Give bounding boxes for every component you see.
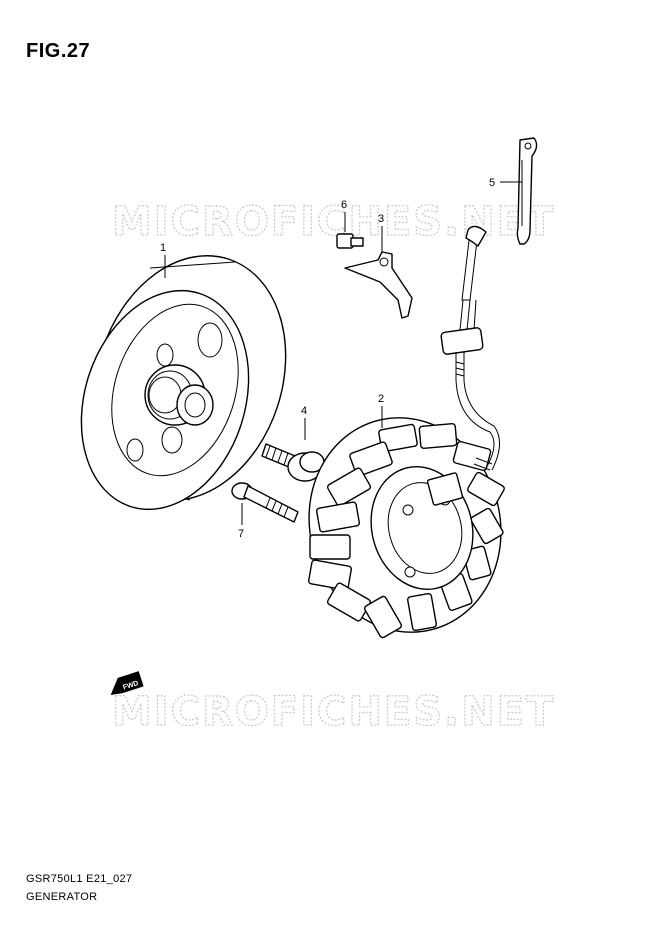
callout-3[interactable]: 3 xyxy=(378,213,384,225)
figure-title: FIG.27 xyxy=(26,40,91,62)
callout-6[interactable]: 6 xyxy=(341,199,347,211)
callout-1[interactable]: 1 xyxy=(160,242,166,254)
bracket-part[interactable] xyxy=(344,251,413,319)
callout-7[interactable]: 7 xyxy=(238,528,244,540)
assembly-name: GENERATOR xyxy=(26,891,98,903)
stator-bolt-part[interactable] xyxy=(231,482,299,523)
rotor-part[interactable] xyxy=(54,231,316,532)
wire-clamp-part[interactable] xyxy=(516,137,538,245)
callout-5[interactable]: 5 xyxy=(489,177,495,189)
callout-4[interactable]: 4 xyxy=(301,405,307,417)
stator-part[interactable] xyxy=(285,396,524,654)
fwd-label: FWD xyxy=(122,680,139,692)
drawing-code: GSR750L1 E21_027 xyxy=(26,873,133,885)
forward-direction-marker: FWD xyxy=(110,671,144,695)
watermark-top: MICROFICHES.NET xyxy=(112,199,555,245)
callout-2[interactable]: 2 xyxy=(378,393,384,405)
watermark-bottom: MICROFICHES.NET xyxy=(112,689,555,735)
wiring-harness[interactable] xyxy=(440,225,500,471)
rotor-bolt-part[interactable] xyxy=(261,443,325,482)
bracket-screw-part[interactable] xyxy=(336,233,364,249)
